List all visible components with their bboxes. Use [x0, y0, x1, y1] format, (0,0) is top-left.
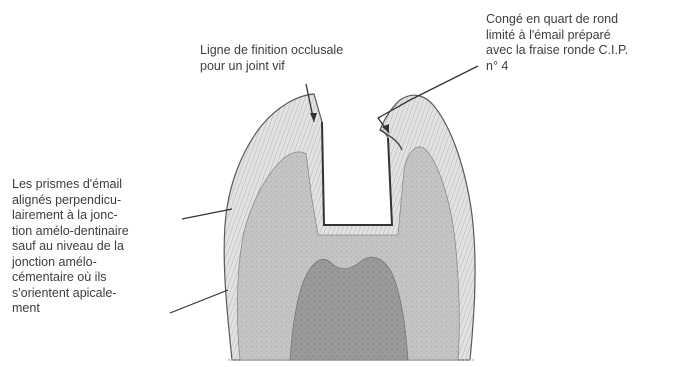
- label-line: sauf au niveau de la: [12, 239, 129, 255]
- label-line: tion amélo-dentinaire: [12, 224, 129, 240]
- label-line: jonction amélo-: [12, 255, 129, 271]
- label-line: Congé en quart de rond: [486, 12, 628, 28]
- leader-prisms-upper: [182, 209, 232, 219]
- label-line: s'orientent apicale-: [12, 286, 129, 302]
- label-quarter-round-bevel: Congé en quart de rond limité à l'émail …: [486, 12, 628, 74]
- label-line: pour un joint vif: [200, 59, 343, 75]
- label-enamel-prisms: Les prismes d'émail alignés perpendicu- …: [12, 177, 129, 317]
- label-line: limité à l'émail préparé: [486, 28, 628, 44]
- label-line: n° 4: [486, 59, 628, 75]
- label-occlusal-finish-line: Ligne de finition occlusale pour un join…: [200, 43, 343, 74]
- label-line: Les prismes d'émail: [12, 177, 129, 193]
- label-line: Ligne de finition occlusale: [200, 43, 343, 59]
- label-line: alignés perpendicu-: [12, 193, 129, 209]
- cavity-preparation: [322, 122, 392, 225]
- pulp-chamber: [290, 257, 408, 360]
- leader-prisms-lower: [170, 290, 228, 313]
- label-line: avec la fraise ronde C.I.P.: [486, 43, 628, 59]
- label-line: ment: [12, 301, 129, 317]
- label-line: lairement à la jonc-: [12, 208, 129, 224]
- label-line: cémentaire où ils: [12, 270, 129, 286]
